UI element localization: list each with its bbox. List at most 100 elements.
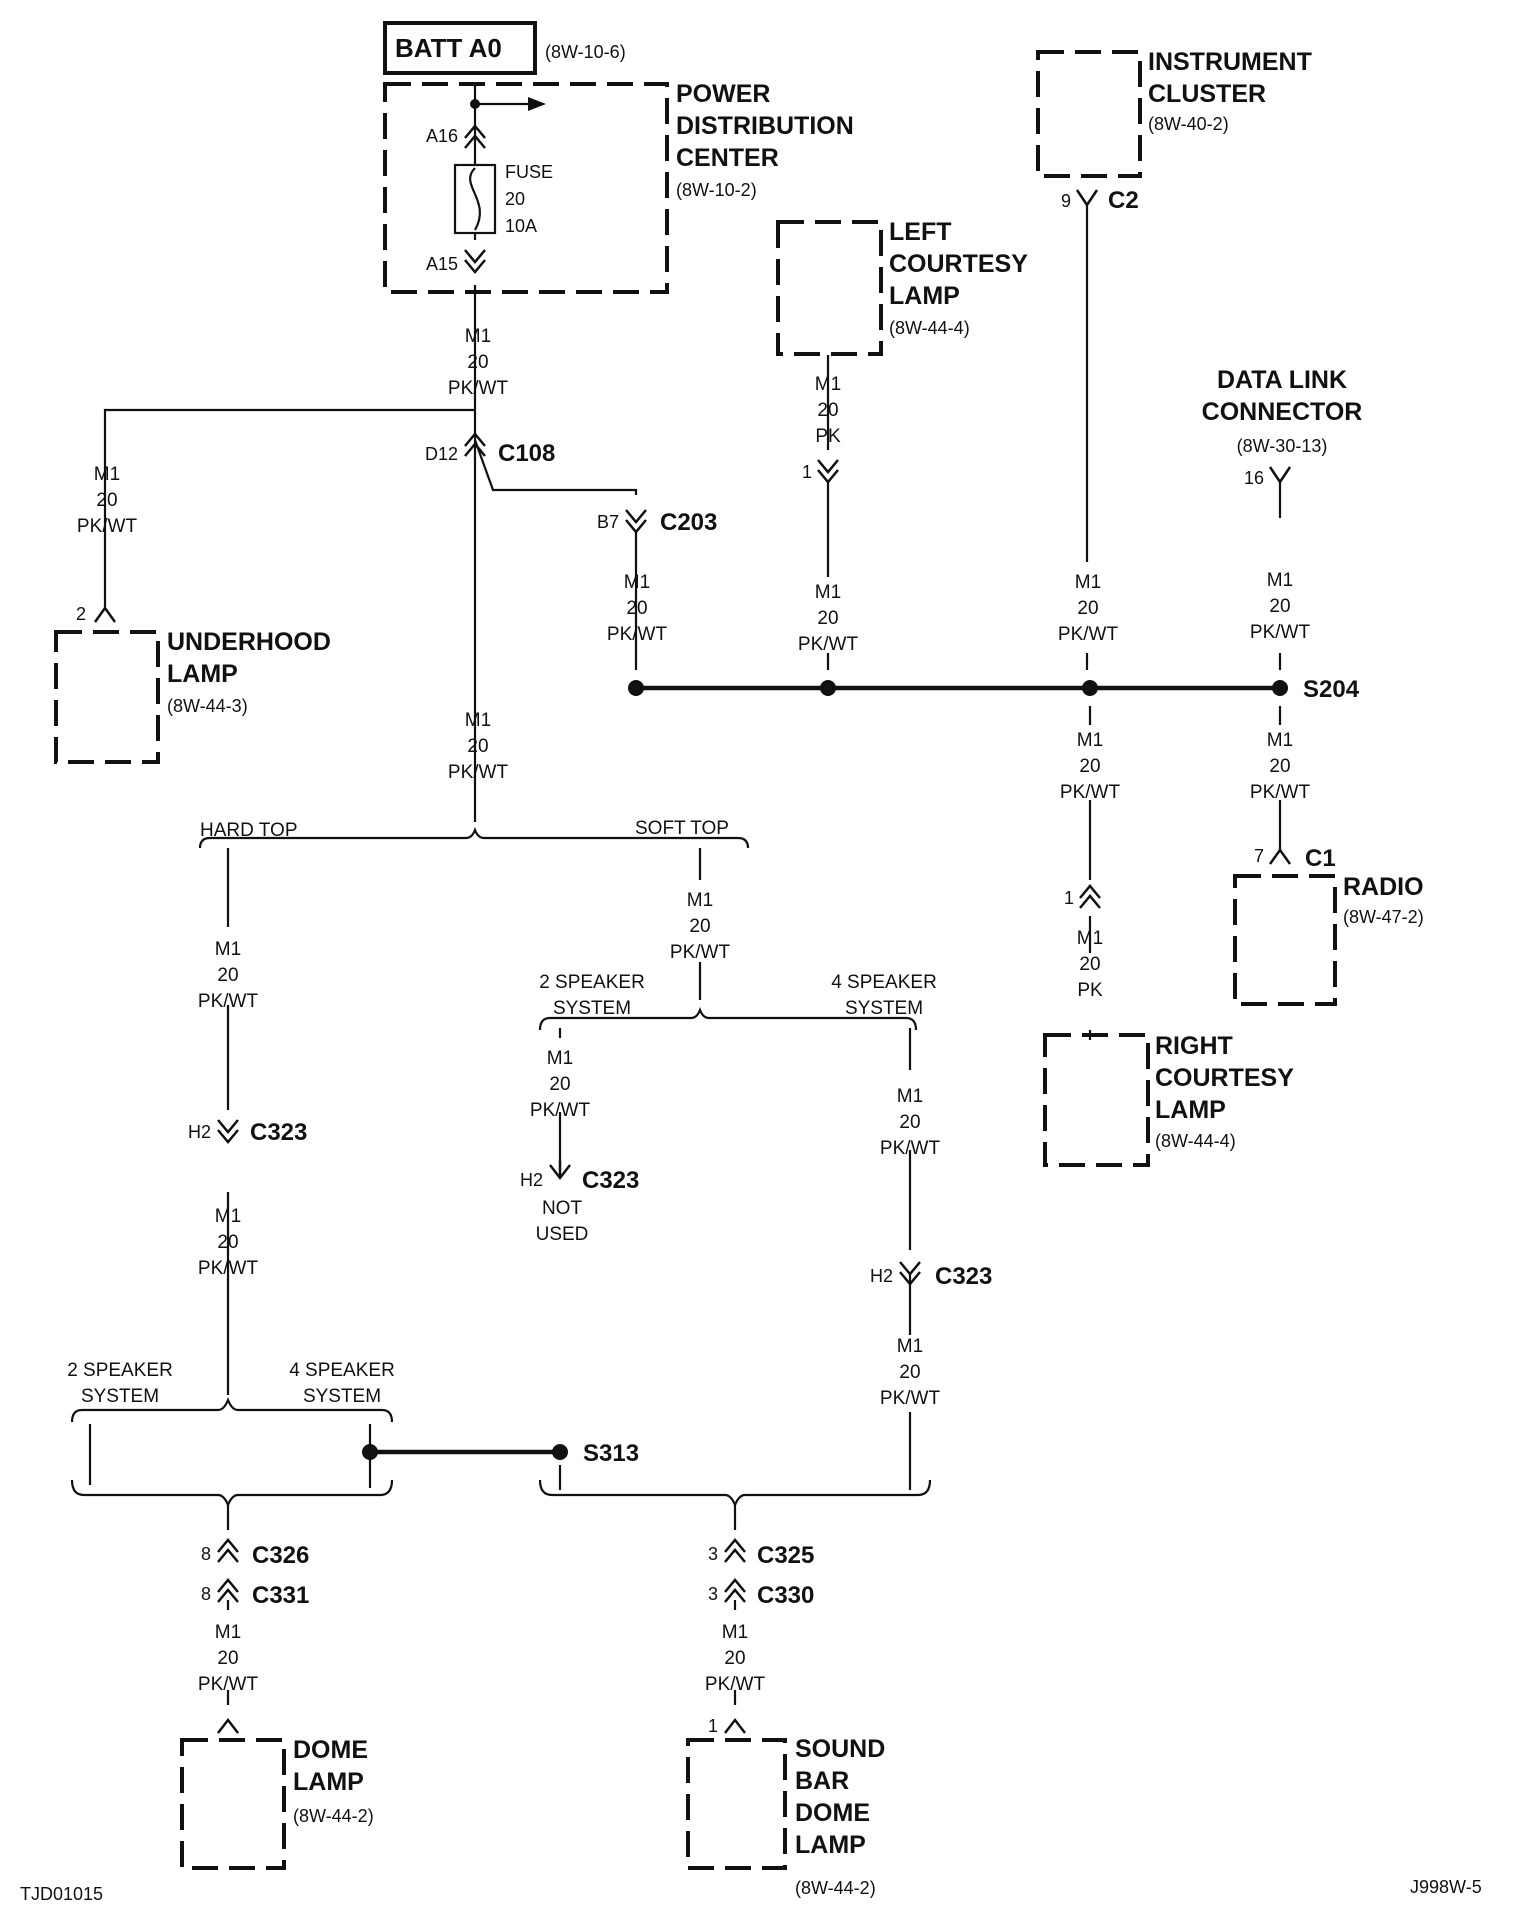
underhood-lamp-outline [54,630,160,764]
pin-radio-7: 7 [1254,846,1264,866]
wire-c203-branch [473,439,638,495]
left-courtesy-lamp-outline [776,220,883,356]
dome-lamp-ref: (8W-44-2) [293,1806,374,1826]
pin-b7: B7 [597,512,619,532]
wire-underhood-branch [103,408,475,608]
wires [70,205,1282,1705]
branch-soft-top: SOFT TOP [635,818,729,839]
sound-bar-dome-lamp-outline [686,1738,787,1870]
pdc-ref: (8W-10-2) [676,180,757,200]
bracket-speaker-lower [70,1397,394,1423]
splice-dot [1082,680,1098,696]
pin-sb-1: 1 [708,1716,718,1736]
bracket-speaker-upper [538,1006,918,1031]
connector-chevron-icon [817,459,839,484]
pin-h2-soft4: H2 [870,1266,893,1286]
connector-chevron-icon [217,1578,239,1603]
connector-fork-icon [1075,189,1099,208]
pdc-outline [383,82,669,294]
connector-chevron-icon [724,1538,746,1563]
connector-chevron-icon [464,249,486,274]
figure-id-left: TJD01015 [20,1884,103,1904]
bracket-top-type [198,826,750,849]
connector-chevron-icon [625,509,647,534]
underhood-lamp-ref: (8W-44-3) [167,696,248,716]
splice-dot-s204 [1272,680,1288,696]
pin-c325-3: 3 [708,1544,718,1564]
radio-ref: (8W-47-2) [1343,907,1424,927]
connector-chevron-icon [464,124,486,149]
connector-c331: C331 [252,1582,309,1609]
right-courtesy-lamp-ref: (8W-44-4) [1155,1131,1236,1151]
branch-hard-top: HARD TOP [200,820,298,841]
connector-arrow-icon [549,1160,571,1181]
pin-a16: A16 [426,126,458,146]
pin-rcl-1: 1 [1064,888,1074,908]
connector-c325: C325 [757,1542,814,1569]
connector-c330: C330 [757,1582,814,1609]
splice-dot [362,1444,378,1460]
radio-outline [1233,874,1337,1006]
connector-chevron-icon [724,1578,746,1603]
splice-s313: S313 [583,1440,639,1467]
connector-c326: C326 [252,1542,309,1569]
bracket-bottom-left [70,1479,394,1508]
connector-chevron-icon [1079,884,1101,909]
splice-dot [820,680,836,696]
splice-dot [628,680,644,696]
connector-c2: C2 [1108,187,1139,214]
pin-uh-2: 2 [76,604,86,624]
splice-s204: S204 [1303,676,1360,703]
pin-h2-soft2: H2 [520,1170,543,1190]
battery-label: BATT A0 [395,33,502,63]
pin-a15: A15 [426,254,458,274]
splice-dot-s313 [552,1444,568,1460]
connector-chevron-icon [217,1119,239,1144]
pin-dlc-16: 16 [1244,468,1264,488]
connector-fork-icon [93,605,117,623]
connector-symbols [93,124,1292,1734]
pin-lcl-1: 1 [802,462,812,482]
pin-c331-8: 8 [201,1584,211,1604]
connector-fork-icon [1268,847,1292,865]
connector-chevron-icon [464,432,486,457]
left-courtesy-lamp-ref: (8W-44-4) [889,318,970,338]
pin-h2-hard: H2 [188,1122,211,1142]
connector-c203: C203 [660,509,717,536]
connector-fork-icon [217,1717,239,1734]
pin-c326-8: 8 [201,1544,211,1564]
pin-c2-9: 9 [1061,191,1071,211]
right-courtesy-lamp-outline [1043,1033,1150,1167]
connector-c323-hard: C323 [250,1119,307,1146]
connector-c1: C1 [1305,845,1336,872]
connector-chevron-icon [217,1538,239,1563]
bracket-bottom-right [538,1479,932,1508]
